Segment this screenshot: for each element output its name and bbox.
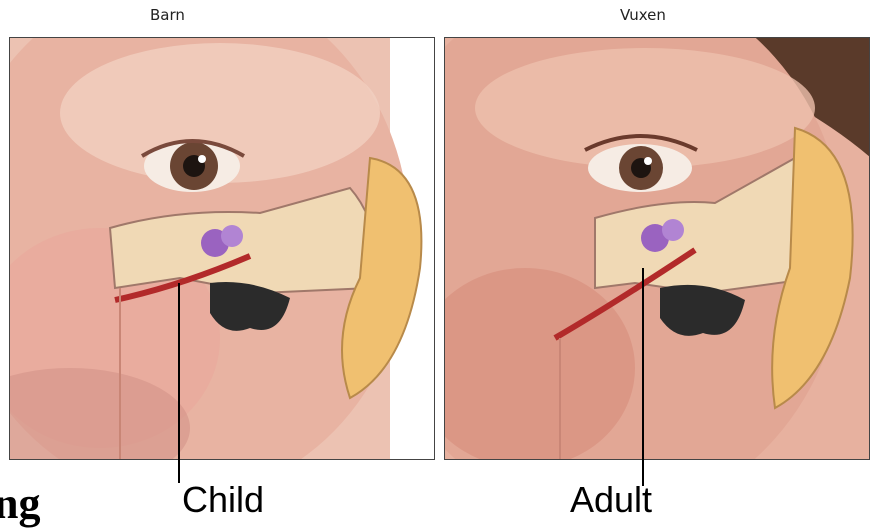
- label-child: Child: [182, 482, 264, 518]
- child-leader-line: [178, 283, 180, 483]
- child-face-cross-section-icon: [10, 38, 435, 460]
- adult-leader-line: [642, 268, 644, 486]
- caption-vuxen: Vuxen: [620, 6, 666, 24]
- clipped-title-fragment: ng: [0, 482, 40, 526]
- caption-barn: Barn: [150, 6, 185, 24]
- label-adult: Adult: [570, 482, 652, 518]
- adult-face-cross-section-icon: [445, 38, 870, 460]
- adult-illustration-panel: [444, 37, 870, 460]
- child-illustration-panel: [9, 37, 435, 460]
